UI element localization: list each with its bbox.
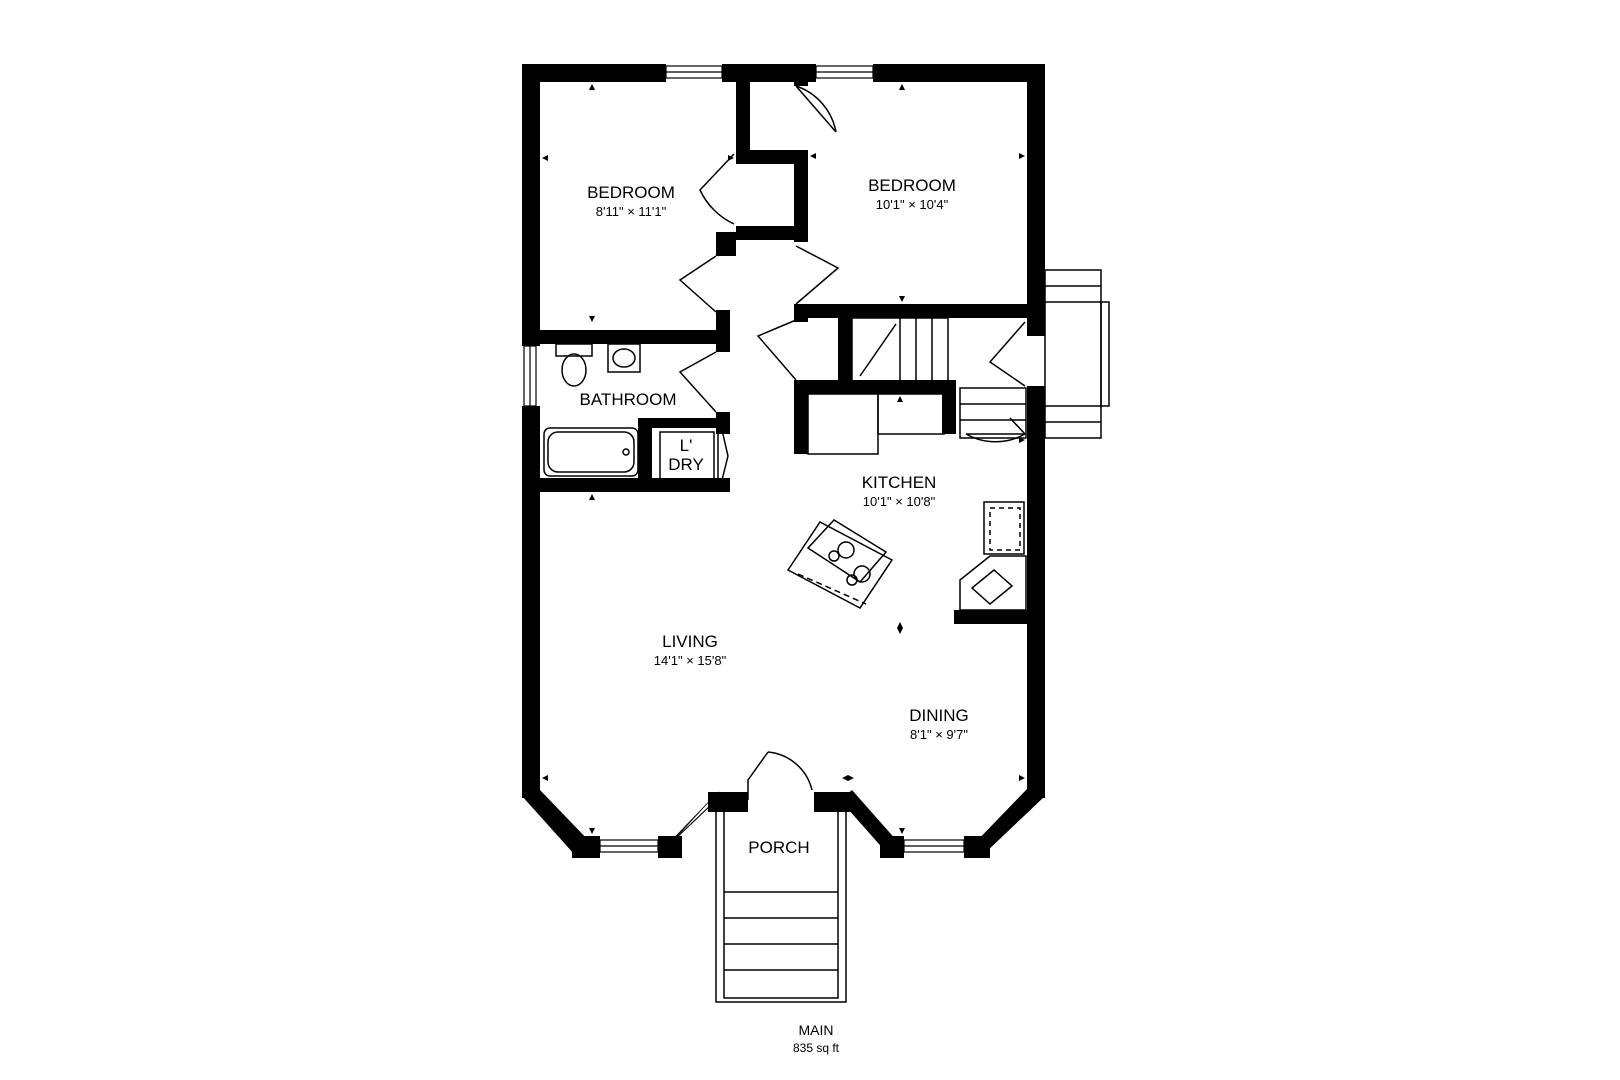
room-name-laundry-line2: DRY: [668, 455, 704, 474]
bathtub-icon: [543, 427, 639, 477]
room-dims-kitchen: 10'1" × 10'8": [863, 494, 936, 509]
interior-stairs: [807, 317, 1027, 455]
room-name-porch: PORCH: [748, 838, 809, 857]
room-dims-living: 14'1" × 15'8": [654, 653, 727, 668]
dimension-markers: [542, 84, 1025, 834]
floor-footer: MAIN 835 sq ft: [793, 1022, 840, 1055]
exterior-walls: [522, 64, 1045, 858]
doors: [678, 85, 1027, 800]
room-name-dining: DINING: [909, 706, 969, 725]
toilet-icon: [561, 353, 587, 387]
room-dims-bedroom-right: 10'1" × 10'4": [876, 197, 949, 212]
room-dims-bedroom-left: 8'11" × 11'1": [596, 204, 667, 219]
burner-icon: [837, 541, 855, 559]
room-name-bathroom: BATHROOM: [580, 390, 677, 409]
room-name-bedroom-right: BEDROOM: [868, 176, 956, 195]
side-steps: [1044, 269, 1110, 439]
sink-icon: [607, 343, 641, 373]
room-dims-dining: 8'1" × 9'7": [910, 727, 968, 742]
kitchen-sink-icon: [959, 555, 1027, 611]
interior-walls: [522, 64, 1036, 624]
room-name-kitchen: KITCHEN: [862, 473, 937, 492]
toilet-tank-icon: [555, 343, 593, 357]
room-name-laundry-line1: L': [680, 436, 693, 455]
room-labels: BEDROOM 8'11" × 11'1" BEDROOM 10'1" × 10…: [580, 176, 969, 857]
floor-area: 835 sq ft: [793, 1041, 840, 1055]
kitchen-island: [786, 519, 894, 609]
burner-icon: [853, 565, 871, 583]
refrigerator-icon: [983, 501, 1025, 555]
fixtures: [543, 343, 1027, 611]
room-name-bedroom-left: BEDROOM: [587, 183, 675, 202]
porch-stairs: [715, 812, 847, 1003]
burner-icon: [846, 574, 858, 586]
floor-name: MAIN: [799, 1022, 834, 1038]
windows: [523, 65, 1021, 853]
room-name-living: LIVING: [662, 632, 718, 651]
burner-icon: [828, 550, 840, 562]
